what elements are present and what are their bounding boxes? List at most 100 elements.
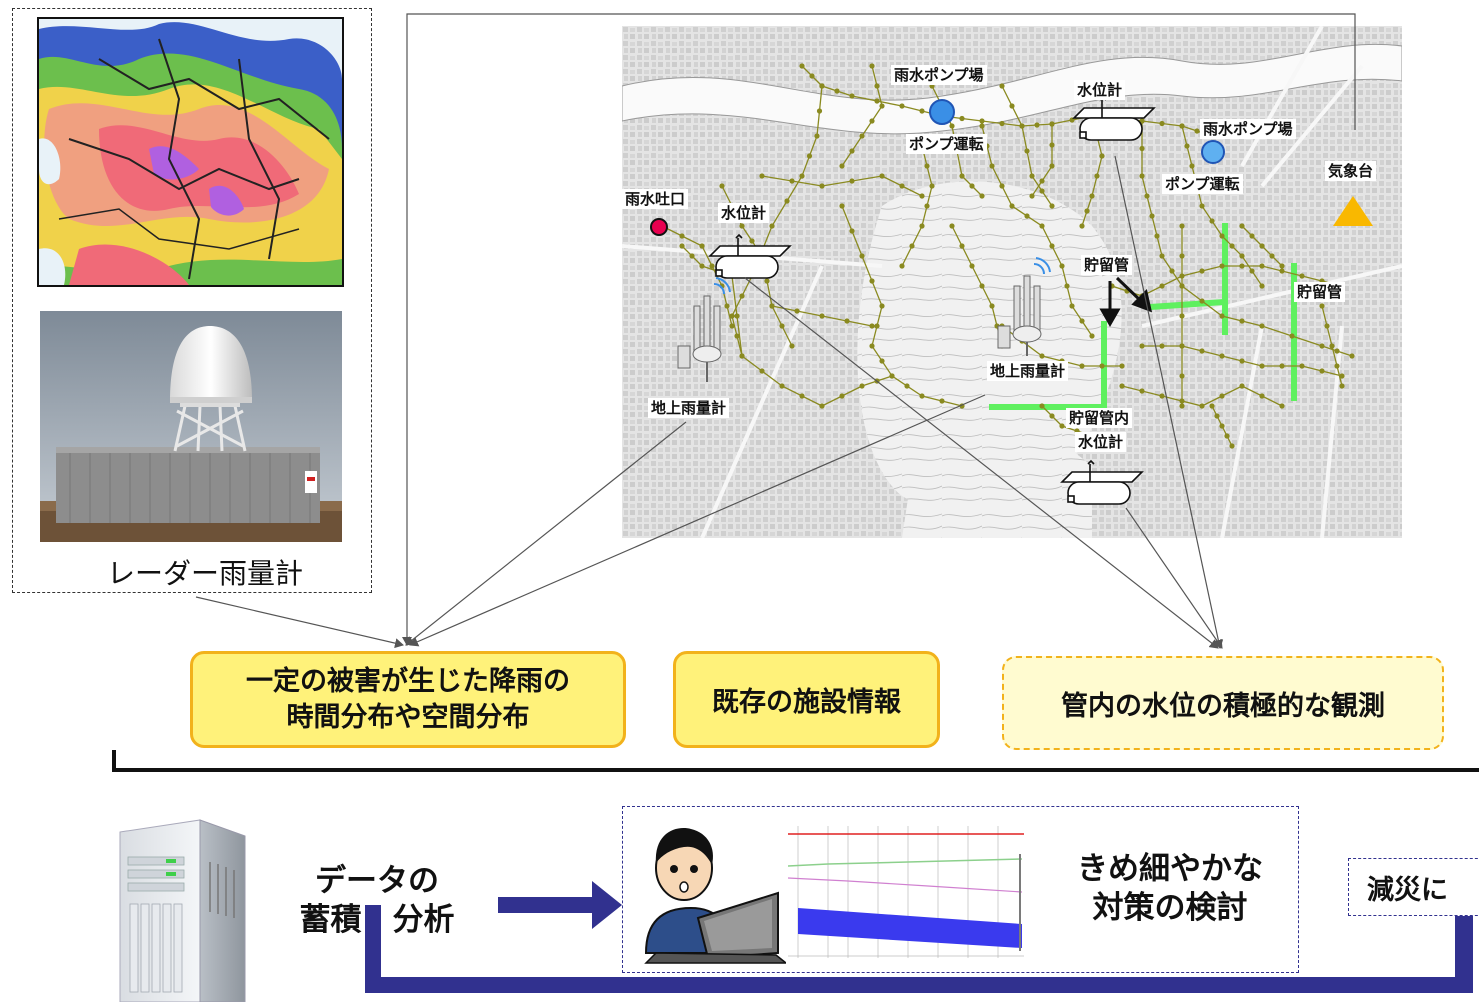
- network-node: [999, 83, 1005, 89]
- network-node: [904, 383, 910, 389]
- network-node: [1179, 283, 1185, 289]
- network-node: [1339, 383, 1345, 389]
- network-node: [1179, 373, 1185, 379]
- pipe-observation-box: 管内の水位の積極的な観測: [1002, 656, 1444, 750]
- label-water-gauge-left: 水位計: [718, 203, 770, 223]
- network-node: [1039, 188, 1045, 194]
- network-node: [859, 133, 865, 139]
- data-accumulation-line1: データの: [315, 863, 439, 899]
- network-node: [1249, 268, 1255, 274]
- rainfall-radar-map-icon: [37, 17, 344, 287]
- pipe-observation-text: 管内の水位の積極的な観測: [1061, 690, 1385, 722]
- network-node: [874, 323, 880, 329]
- network-node: [1319, 303, 1325, 309]
- network-node: [919, 193, 925, 199]
- rainfall-distribution-line2: 時間分布や空間分布: [286, 701, 530, 733]
- network-node: [759, 173, 765, 179]
- network-node: [1079, 223, 1085, 229]
- network-node: [959, 173, 965, 179]
- network-node: [1034, 122, 1040, 128]
- network-node: [859, 253, 865, 259]
- facility-info-text: 既存の施設情報: [712, 687, 901, 718]
- network-node: [999, 120, 1005, 127]
- network-node: [1094, 173, 1100, 179]
- network-node: [1179, 253, 1185, 259]
- network-node: [1079, 318, 1085, 324]
- disaster-reduction-text: 減災に: [1367, 874, 1448, 906]
- label-storage-pipe-right: 貯留管: [1294, 282, 1346, 302]
- network-node: [1179, 123, 1185, 129]
- network-node: [1159, 393, 1165, 399]
- label-pump-operation-top: ポンプ運転: [906, 134, 987, 154]
- label-weather-station: 気象台: [1325, 161, 1377, 181]
- network-node: [809, 73, 815, 79]
- network-node: [1299, 273, 1305, 279]
- label-water-gauge-top: 水位計: [1074, 80, 1126, 100]
- network-node: [1214, 413, 1220, 419]
- network-node: [789, 178, 795, 184]
- network-node: [1059, 263, 1065, 269]
- network-node: [729, 323, 735, 329]
- network-node: [1259, 363, 1265, 369]
- radar-panel-frame: [12, 8, 372, 593]
- network-node: [1179, 313, 1185, 319]
- network-node: [839, 203, 845, 209]
- network-node: [1139, 173, 1145, 179]
- network-node: [1009, 103, 1015, 109]
- network-node: [899, 103, 905, 109]
- network-node: [794, 308, 800, 314]
- label-storage-gauge-line1: 貯留管内: [1066, 408, 1133, 428]
- network-node: [959, 243, 965, 249]
- network-node: [869, 118, 875, 124]
- network-node: [924, 203, 930, 209]
- network-node: [879, 358, 885, 364]
- network-node: [689, 253, 695, 259]
- network-node: [1184, 143, 1190, 149]
- network-node: [734, 313, 740, 319]
- network-node: [1224, 433, 1230, 439]
- network-node: [869, 63, 875, 69]
- network-node: [1179, 223, 1185, 229]
- radar-dome-tower-icon: [40, 311, 342, 542]
- network-node: [759, 368, 765, 374]
- network-node: [1159, 253, 1165, 259]
- network-node: [769, 223, 775, 229]
- network-node: [679, 243, 685, 249]
- network-node: [1219, 353, 1225, 359]
- network-node: [849, 148, 855, 154]
- network-node: [1139, 145, 1145, 152]
- rainfall-distribution-box: 一定の被害が生じた降雨の 時間分布や空間分布: [190, 651, 626, 748]
- network-node: [1259, 243, 1265, 249]
- measures-panel-frame: [622, 806, 1299, 973]
- network-node: [779, 323, 785, 329]
- network-node: [1329, 343, 1335, 349]
- label-ground-rain-gauge-left: 地上雨量計: [648, 398, 730, 418]
- network-node: [819, 183, 825, 189]
- label-ground-rain-gauge-center: 地上雨量計: [987, 361, 1069, 381]
- network-node: [769, 303, 775, 309]
- network-node: [1209, 218, 1215, 224]
- network-node: [919, 108, 925, 114]
- network-node: [924, 163, 930, 169]
- network-node: [1179, 273, 1185, 279]
- network-node: [1219, 233, 1225, 239]
- network-node: [1334, 363, 1340, 369]
- network-node: [834, 88, 840, 94]
- network-node: [709, 263, 715, 269]
- network-node: [1009, 203, 1015, 209]
- network-node: [1139, 388, 1145, 394]
- label-pump-station-right: 雨水ポンプ場: [1200, 119, 1296, 139]
- network-node: [1269, 253, 1275, 259]
- network-node: [1189, 163, 1195, 169]
- network-node: [969, 183, 975, 189]
- network-node: [816, 108, 823, 114]
- network-node: [819, 403, 825, 409]
- network-node: [899, 183, 905, 189]
- network-node: [1049, 163, 1055, 169]
- label-rain-outlet: 雨水吐口: [622, 189, 689, 209]
- network-node: [969, 263, 975, 269]
- rainfall-distribution-line1: 一定の被害が生じた降雨の: [246, 666, 570, 698]
- network-node: [919, 393, 925, 399]
- network-node: [739, 293, 745, 299]
- network-node: [839, 163, 845, 169]
